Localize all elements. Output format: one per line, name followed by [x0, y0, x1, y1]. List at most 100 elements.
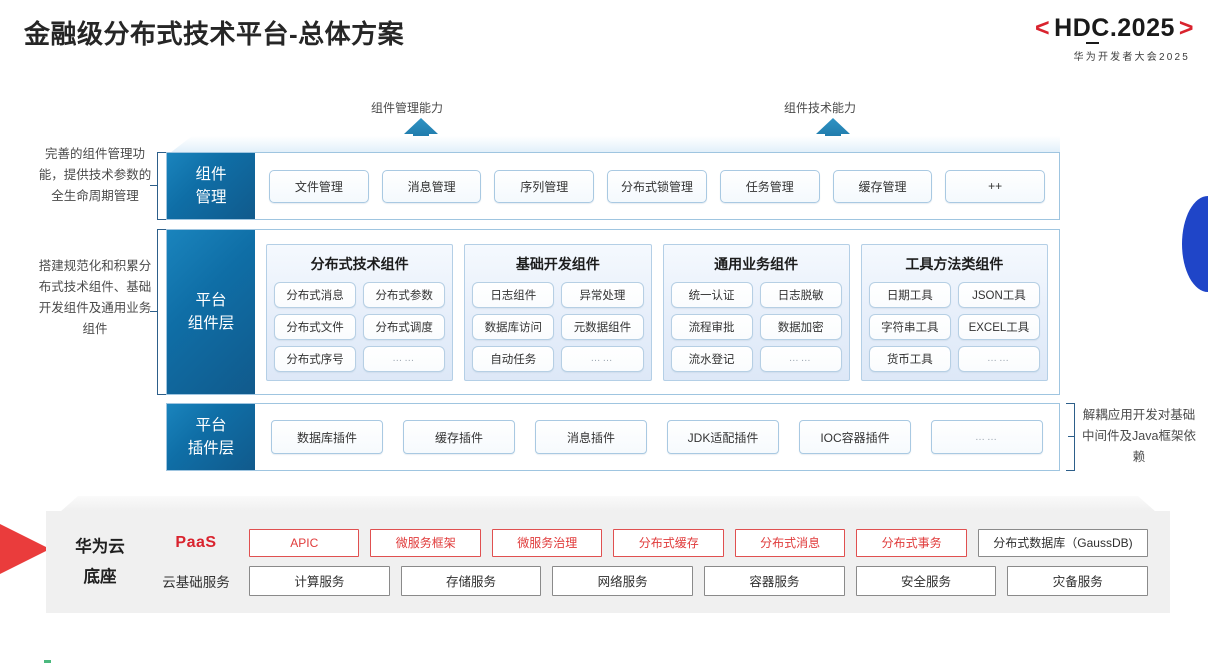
group-basic-dev: 基础开发组件 日志组件 异常处理 数据库访问 元数据组件 自动任务 …… — [464, 243, 652, 381]
chip-task-management[interactable]: 任务管理 — [719, 169, 820, 203]
side-note-right-1: 解耦应用开发对基础中间件及Java框架依赖 — [1082, 408, 1196, 464]
layer-title-platform-plugin: 平台 插件层 — [167, 404, 255, 470]
layer-platform-plugin: 平台 插件层 数据库插件 缓存插件 消息插件 JDK适配插件 IOC容器插件 …… — [166, 403, 1060, 471]
cell-date-utility[interactable]: 日期工具 — [868, 281, 951, 308]
group-grid-basic-dev: 日志组件 异常处理 数据库访问 元数据组件 自动任务 …… — [472, 281, 644, 372]
layer-title-line1: 组件 — [195, 166, 227, 183]
cloud-item-network[interactable]: 网络服务 — [552, 565, 694, 596]
logo-text: HDC.2025 — [1054, 14, 1175, 44]
cell-json-utility[interactable]: JSON工具 — [957, 281, 1040, 308]
base-row-cloud-infra: 云基础服务 计算服务 存储服务 网络服务 容器服务 安全服务 灾备服务 — [154, 565, 1149, 596]
layer-title-line2: 组件层 — [187, 315, 235, 332]
cloud-item-compute[interactable]: 计算服务 — [249, 565, 390, 596]
arrow-label-component-technology: 组件技术能力 — [784, 101, 857, 115]
green-dot-decoration — [44, 660, 51, 663]
paas-item-distributed-message[interactable]: 分布式消息 — [734, 528, 846, 557]
bracket-tick-left-2 — [150, 311, 157, 312]
paas-item-distributed-transaction[interactable]: 分布式事务 — [856, 528, 967, 557]
chip-sequence-management[interactable]: 序列管理 — [494, 169, 595, 203]
cell-string-utility[interactable]: 字符串工具 — [868, 313, 951, 340]
cell-distributed-message[interactable]: 分布式消息 — [274, 281, 357, 308]
cell-distributed-schedule[interactable]: 分布式调度 — [363, 313, 446, 340]
plugin-ioc-container[interactable]: IOC容器插件 — [799, 420, 911, 454]
layer-body-platform-plugin: 数据库插件 缓存插件 消息插件 JDK适配插件 IOC容器插件 …… — [255, 404, 1059, 470]
group-common-business: 通用业务组件 统一认证 日志脱敏 流程审批 数据加密 流水登记 …… — [662, 243, 850, 381]
layer-title-platform-component: 平台 组件层 — [167, 230, 255, 394]
bracket-tick-right-1 — [1068, 436, 1075, 437]
paas-item-distributed-cache[interactable]: 分布式缓存 — [613, 528, 724, 557]
cell-currency-utility[interactable]: 货币工具 — [868, 345, 951, 372]
group-title-common-business: 通用业务组件 — [714, 255, 799, 272]
chip-distributed-lock-management[interactable]: 分布式锁管理 — [607, 169, 707, 203]
cell-excel-utility[interactable]: EXCEL工具 — [957, 313, 1040, 340]
group-grid-distributed-tech: 分布式消息 分布式参数 分布式文件 分布式调度 分布式序号 …… — [274, 281, 446, 372]
paas-item-microservice-framework[interactable]: 微服务框架 — [370, 528, 481, 557]
group-grid-common-business: 统一认证 日志脱敏 流程审批 数据加密 流水登记 …… — [670, 281, 842, 372]
cell-database-access[interactable]: 数据库访问 — [472, 313, 555, 340]
group-title-basic-dev: 基础开发组件 — [515, 255, 600, 272]
cell-exception-handling[interactable]: 异常处理 — [561, 281, 644, 308]
page-title: 金融级分布式技术平台-总体方案 — [24, 19, 405, 49]
stack-top-face — [170, 136, 1060, 153]
cell-auto-task[interactable]: 自动任务 — [472, 345, 555, 372]
cell-more-distributed-tech[interactable]: …… — [363, 345, 446, 372]
paas-item-distributed-database[interactable]: 分布式数据库（GaussDB) — [977, 528, 1149, 557]
cell-distributed-sequence[interactable]: 分布式序号 — [274, 345, 357, 372]
cell-more-utility[interactable]: …… — [957, 345, 1040, 372]
side-note-left-2: 搭建规范化和积累分布式技术组件、基础开发组件及通用业务组件 — [38, 259, 152, 336]
chip-more[interactable]: ++ — [945, 169, 1046, 203]
cell-unified-auth[interactable]: 统一认证 — [670, 281, 753, 308]
cell-process-approval[interactable]: 流程审批 — [670, 313, 753, 340]
component-groups: 分布式技术组件 分布式消息 分布式参数 分布式文件 分布式调度 分布式序号 ……… — [255, 235, 1059, 390]
base-label-line1: 华为云 — [75, 538, 125, 556]
chip-message-management[interactable]: 消息管理 — [381, 169, 482, 203]
layer-title-line2: 管理 — [195, 189, 227, 206]
cloud-item-container[interactable]: 容器服务 — [704, 565, 845, 596]
logo-bracket-right-icon: > — [1178, 14, 1194, 42]
cell-metadata-component[interactable]: 元数据组件 — [561, 313, 644, 340]
layer-title-line2: 插件层 — [187, 440, 235, 457]
huawei-cloud-base: 华为云 底座 PaaS APIC 微服务框架 微服务治理 分布式缓存 分布式消息… — [46, 511, 1170, 613]
plugin-more[interactable]: …… — [931, 420, 1043, 454]
plugin-cache[interactable]: 缓存插件 — [403, 420, 515, 454]
cell-data-encryption[interactable]: 数据加密 — [759, 313, 842, 340]
cell-log-component[interactable]: 日志组件 — [472, 281, 555, 308]
cell-more-common-business[interactable]: …… — [759, 345, 842, 372]
chip-file-management[interactable]: 文件管理 — [269, 169, 369, 203]
cell-log-masking[interactable]: 日志脱敏 — [759, 281, 842, 308]
logo-subtitle: 华为开发者大会2025 — [1073, 52, 1190, 63]
cloud-item-security[interactable]: 安全服务 — [855, 565, 997, 596]
arrow-label-component-management: 组件管理能力 — [371, 101, 444, 115]
cloud-item-storage[interactable]: 存储服务 — [400, 565, 542, 596]
blue-circle-decoration — [1182, 196, 1208, 292]
group-grid-utility-methods: 日期工具 JSON工具 字符串工具 EXCEL工具 货币工具 …… — [868, 281, 1040, 372]
bracket-tick-left-1 — [150, 185, 157, 186]
paas-item-apic[interactable]: APIC — [249, 528, 360, 557]
logo-bracket-left-icon: < — [1035, 14, 1051, 42]
plugin-jdk-adapter[interactable]: JDK适配插件 — [667, 420, 779, 454]
cell-transaction-registration[interactable]: 流水登记 — [670, 345, 753, 372]
plugin-database[interactable]: 数据库插件 — [271, 420, 383, 454]
group-title-distributed-tech: 分布式技术组件 — [310, 255, 409, 272]
base-label-line2: 底座 — [83, 568, 117, 586]
hdc-logo: < HDC.2025 > 华为开发者大会2025 — [894, 14, 1194, 63]
layer-platform-component: 平台 组件层 分布式技术组件 分布式消息 分布式参数 分布式文件 分布式调度 分… — [166, 229, 1060, 395]
plugin-message[interactable]: 消息插件 — [535, 420, 647, 454]
layer-body-component-management: 文件管理 消息管理 序列管理 分布式锁管理 任务管理 缓存管理 ++ — [255, 153, 1059, 219]
bracket-left-2 — [157, 229, 166, 395]
cloud-item-disaster-recovery[interactable]: 灾备服务 — [1007, 565, 1149, 596]
chip-cache-management[interactable]: 缓存管理 — [832, 169, 933, 203]
bracket-right-1 — [1066, 403, 1075, 471]
base-rows: PaaS APIC 微服务框架 微服务治理 分布式缓存 分布式消息 分布式事务 … — [154, 528, 1170, 596]
base-row-label-paas: PaaS — [175, 533, 217, 551]
base-label: 华为云 底座 — [46, 532, 154, 592]
red-triangle-decoration — [0, 503, 50, 595]
cell-more-basic-dev[interactable]: …… — [561, 345, 644, 372]
base-row-paas: PaaS APIC 微服务框架 微服务治理 分布式缓存 分布式消息 分布式事务 … — [154, 528, 1149, 557]
cell-distributed-parameter[interactable]: 分布式参数 — [363, 281, 446, 308]
cell-distributed-file[interactable]: 分布式文件 — [274, 313, 357, 340]
group-distributed-tech: 分布式技术组件 分布式消息 分布式参数 分布式文件 分布式调度 分布式序号 …… — [266, 243, 454, 381]
paas-item-microservice-governance[interactable]: 微服务治理 — [491, 528, 603, 557]
layer-body-platform-component: 分布式技术组件 分布式消息 分布式参数 分布式文件 分布式调度 分布式序号 ……… — [255, 230, 1059, 394]
